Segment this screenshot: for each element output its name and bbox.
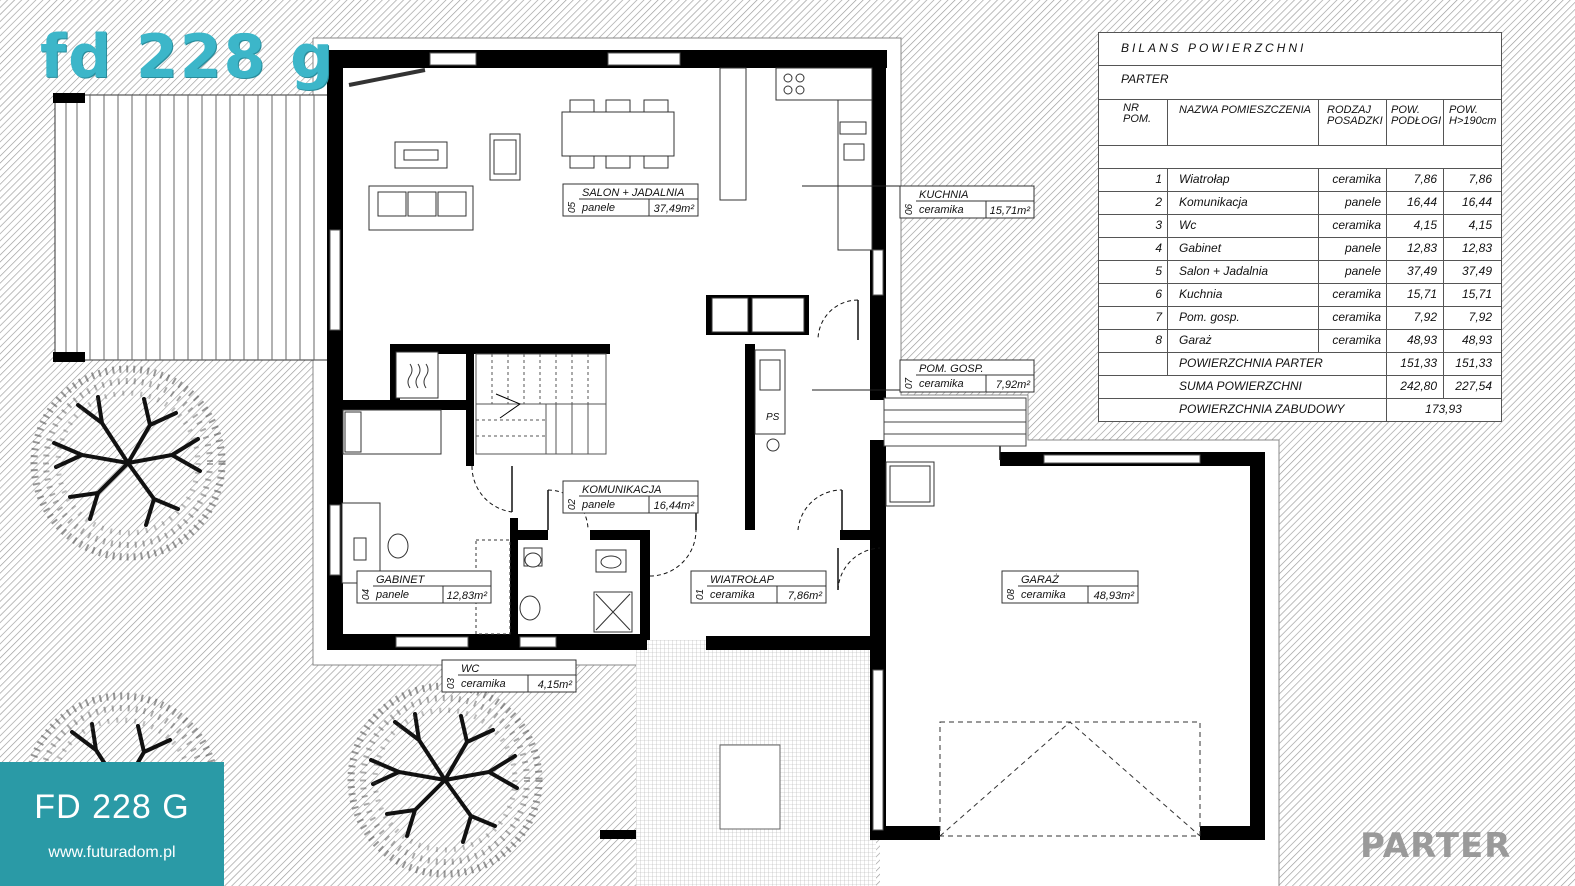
svg-text:ceramika: ceramika [461,678,506,690]
col-header-name: NAZWA POMIESZCZENIA [1179,104,1312,116]
svg-text:panele: panele [581,202,615,214]
col-header-no: NR POM. [1123,102,1152,125]
svg-text:06: 06 [904,203,915,215]
svg-text:SALON + JADALNIA: SALON + JADALNIA [582,187,684,199]
col-header-floor-area: POW. PODŁOGI [1391,104,1442,127]
room-label-pom-gosp: 07 POM. GOSP. ceramika 7,92m² [899,359,1035,393]
room-label-garaz: 08 GARAŻ ceramika 48,93m² [1001,570,1139,604]
room-label-salon: 05 SALON + JADALNIA panele 37,49m² [562,183,699,217]
terrace-deck [53,93,329,362]
project-code: FD 228 G [34,788,190,826]
svg-text:KOMUNIKACJA: KOMUNIKACJA [582,484,661,496]
svg-text:7,86m²: 7,86m² [788,590,823,602]
balance-title: BILANS POWIERZCHNI [1121,41,1307,55]
brand-title: fd 228 g [40,22,336,92]
room-label-komunikacja: 02 KOMUNIKACJA panele 16,44m² [562,480,699,514]
washer-label: PS [766,412,780,423]
svg-text:02: 02 [567,498,578,510]
svg-text:07: 07 [904,377,915,389]
website-link[interactable]: www.futuradom.pl [48,844,176,861]
svg-text:7,92m²: 7,92m² [996,379,1031,391]
svg-text:GABINET: GABINET [376,574,426,586]
svg-text:POM. GOSP.: POM. GOSP. [919,363,984,375]
level-tag: PARTER [1360,826,1512,866]
driveway [880,665,1260,886]
svg-text:03: 03 [446,677,457,689]
svg-text:ceramika: ceramika [919,378,964,390]
balance-level: PARTER [1121,72,1169,86]
room-label-kuchnia: 06 KUCHNIA ceramika 15,71m² [899,185,1035,219]
svg-text:12,83m²: 12,83m² [447,590,488,602]
room-label-wiatrolap: 01 WIATROŁAP ceramika 7,86m² [690,570,827,604]
col-header-area-190: POW. H>190cm [1449,104,1497,127]
svg-text:ceramika: ceramika [1021,589,1066,601]
svg-text:15,71m²: 15,71m² [990,205,1031,217]
svg-text:panele: panele [581,499,615,511]
garage-door-swing [939,721,1201,837]
entrance-steps [883,397,1027,447]
logo-box: FD 228 G www.futuradom.pl [0,762,224,886]
svg-text:16,44m²: 16,44m² [654,500,695,512]
svg-text:panele: panele [375,589,409,601]
driveway-slab [719,744,781,830]
svg-text:01: 01 [695,589,706,600]
staircase [475,353,607,455]
svg-text:KUCHNIA: KUCHNIA [919,189,969,201]
svg-text:ceramika: ceramika [710,589,755,601]
room-label-wc: 03 WC ceramika 4,15m² [441,659,577,693]
svg-text:08: 08 [1006,588,1017,600]
svg-text:37,49m²: 37,49m² [654,203,695,215]
windows [329,52,1201,831]
svg-text:4,15m²: 4,15m² [538,679,573,691]
svg-text:48,93m²: 48,93m² [1094,590,1135,602]
col-header-floor: RODZAJ POSADZKI [1327,104,1383,127]
room-labels: 05 SALON + JADALNIA panele 37,49m² 06 KU… [356,183,1139,693]
svg-text:WIATROŁAP: WIATROŁAP [710,574,775,586]
svg-text:04: 04 [361,588,372,600]
leader-lines [802,185,900,391]
svg-text:ceramika: ceramika [919,204,964,216]
svg-text:GARAŻ: GARAŻ [1021,574,1060,586]
svg-text:WC: WC [461,663,479,675]
furniture [341,67,935,635]
svg-text:05: 05 [567,201,578,213]
room-label-gabinet: 04 GABINET panele 12,83m² [356,570,492,604]
area-balance-table: BILANS POWIERZCHNI PARTER NR POM. NAZWA … [1098,32,1502,422]
